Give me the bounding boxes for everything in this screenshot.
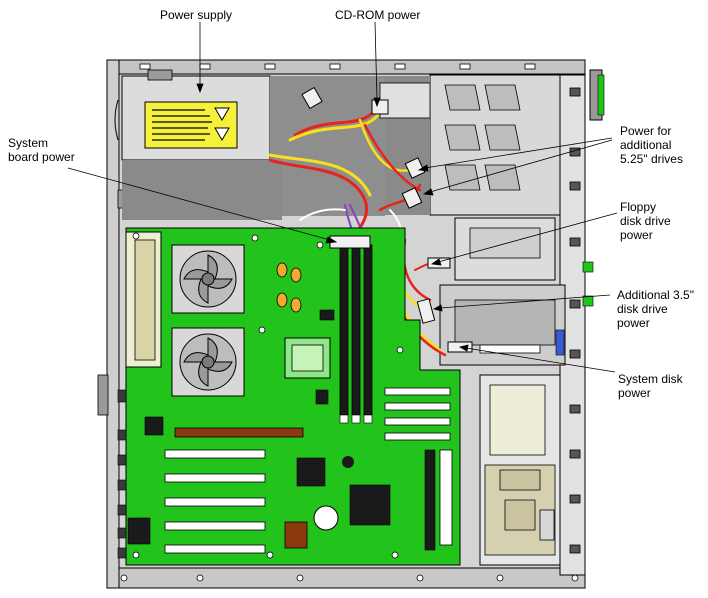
motherboard — [117, 227, 461, 566]
cpu-heatsink-2 — [171, 327, 245, 397]
label-system-disk-power: System disk power — [618, 372, 683, 400]
label-line: disk drive — [617, 302, 668, 316]
label-line: board power — [8, 150, 75, 164]
label-line: disk drive — [620, 214, 671, 228]
label-line: power — [617, 316, 650, 330]
leader-lines — [67, 21, 618, 373]
label-line: System disk — [618, 372, 683, 386]
label-line: Additional 3.5" — [617, 288, 694, 302]
label-additional-35-power: Additional 3.5" disk drive power — [617, 288, 694, 330]
label-line: additional — [620, 138, 672, 152]
label-line: System — [8, 136, 49, 150]
drive-cage — [429, 69, 605, 576]
label-line: power — [620, 228, 653, 242]
power-connectors — [301, 86, 473, 353]
label-cdrom-power: CD-ROM power — [335, 8, 421, 22]
power-supply — [121, 69, 431, 220]
label-power-supply: Power supply — [160, 8, 233, 22]
dimm-slots — [339, 244, 373, 416]
label-additional-525-power: Power for additional 5.25" drives — [620, 124, 683, 166]
label-floppy-power: Floppy disk drive power — [620, 200, 671, 242]
label-line: Floppy — [620, 200, 657, 214]
cpu-heatsink-1 — [171, 244, 245, 314]
expansion-slots — [164, 427, 304, 554]
label-line: Power for — [620, 124, 672, 138]
label-line: power — [618, 386, 651, 400]
label-system-board-power: System board power — [8, 136, 75, 164]
label-line: 5.25" drives — [620, 152, 683, 166]
